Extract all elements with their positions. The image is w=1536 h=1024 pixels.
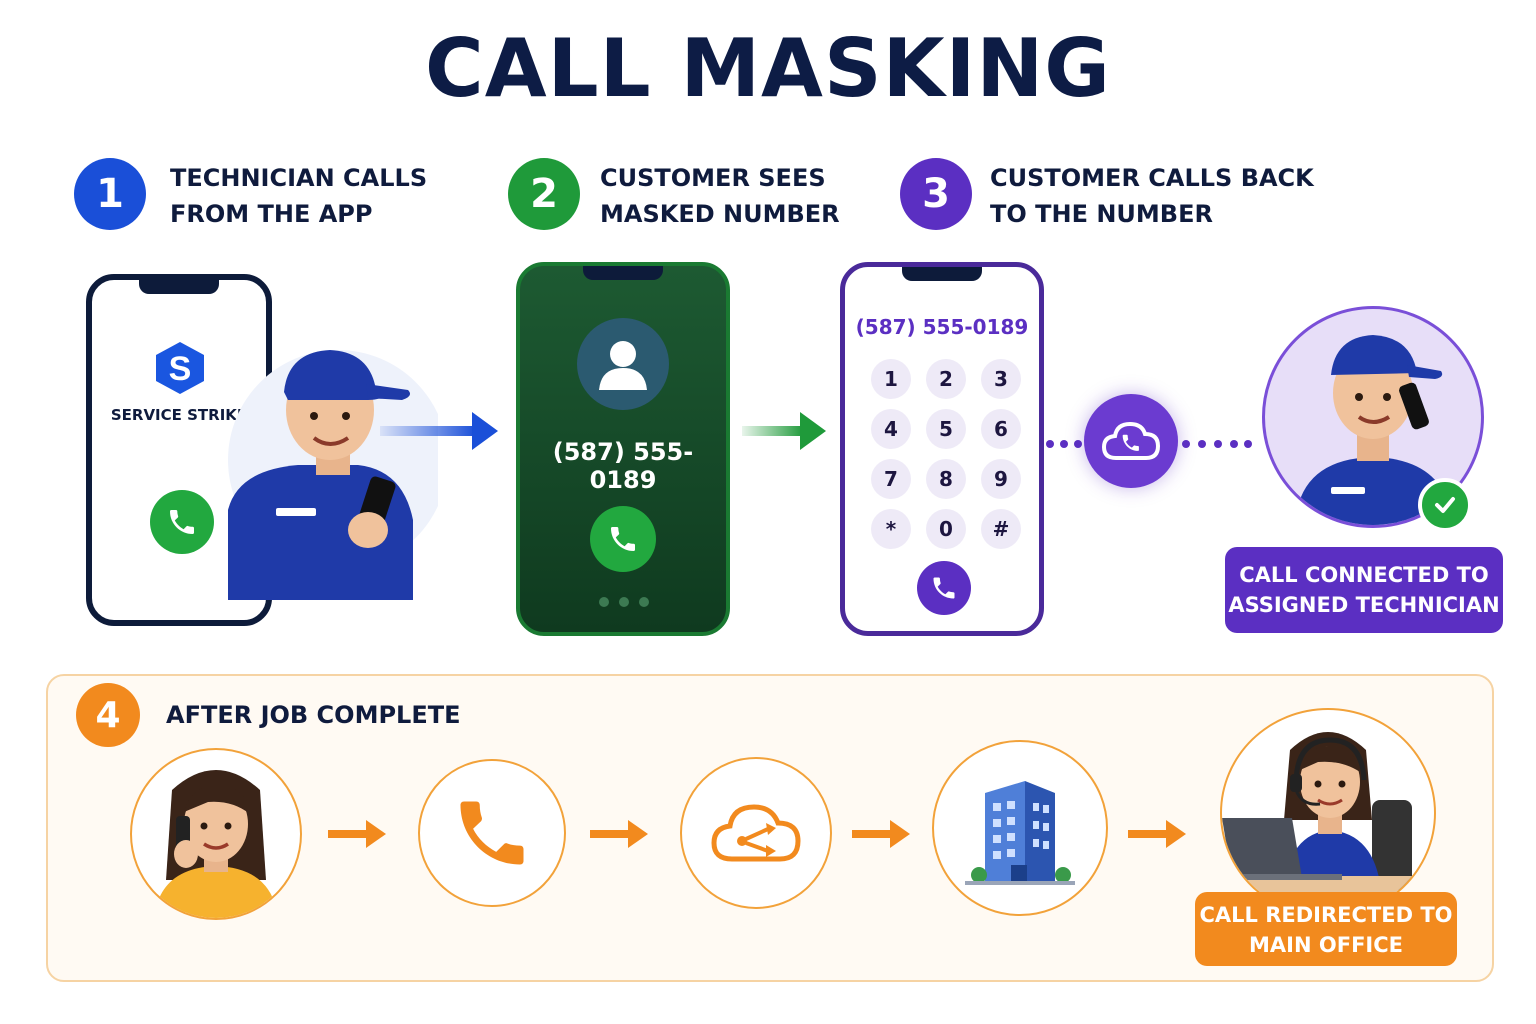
office-agent-avatar xyxy=(1220,708,1436,918)
customer-avatar xyxy=(130,748,302,920)
orange-arrow-3 xyxy=(852,820,910,848)
customer-on-call-illustration xyxy=(154,770,278,918)
arrow-step-2-to-3 xyxy=(742,412,826,450)
step-3-badge: 3 xyxy=(900,158,972,230)
keypad-key-2[interactable]: 2 xyxy=(926,359,966,399)
step-2-badge: 2 xyxy=(508,158,580,230)
step-4-label: AFTER JOB COMPLETE xyxy=(166,701,461,729)
assigned-technician-avatar xyxy=(1262,306,1484,528)
cloud-masking-node xyxy=(1084,394,1178,488)
cloud-routing-node xyxy=(680,757,832,909)
keypad-key-0[interactable]: 0 xyxy=(926,509,966,549)
phone-handset-icon xyxy=(611,527,635,551)
orange-arrow-4 xyxy=(1128,820,1186,848)
keypad-key-7[interactable]: 7 xyxy=(871,459,911,499)
check-icon xyxy=(1435,497,1455,513)
arrow-step-1-to-2 xyxy=(380,412,498,450)
phone-handset-icon xyxy=(933,577,955,599)
step-3-line1: CUSTOMER CALLS BACK xyxy=(990,164,1314,192)
phone-notch xyxy=(902,267,982,281)
keypad-key-6[interactable]: 6 xyxy=(981,409,1021,449)
keypad-key-4[interactable]: 4 xyxy=(871,409,911,449)
dialed-number: (587) 555-0189 xyxy=(855,315,1029,339)
call-connected-line2: ASSIGNED TECHNICIAN xyxy=(1228,593,1500,617)
service-strike-logo-icon: S xyxy=(156,342,204,394)
incoming-call-node xyxy=(418,759,566,907)
phone-notch xyxy=(583,266,663,280)
svg-text:S: S xyxy=(169,350,192,388)
phone-handset-icon xyxy=(170,510,194,534)
caller-avatar xyxy=(577,318,669,410)
page-dots xyxy=(599,597,649,607)
phone-handset-icon xyxy=(460,801,524,865)
cloud-routing-icon xyxy=(711,804,801,862)
step-3-label: CUSTOMER CALLS BACK TO THE NUMBER xyxy=(990,160,1314,232)
step-1-line1: TECHNICIAN CALLS xyxy=(170,164,428,192)
dial-keypad: 1 2 3 4 5 6 7 8 9 * 0 # xyxy=(871,359,1021,549)
dial-call-button[interactable] xyxy=(917,561,971,615)
technician-on-call-illustration xyxy=(1295,335,1453,525)
incoming-masked-number: (587) 555-0189 xyxy=(552,438,694,494)
keypad-key-9[interactable]: 9 xyxy=(981,459,1021,499)
step-2-label: CUSTOMER SEES MASKED NUMBER xyxy=(600,160,840,232)
app-call-button[interactable] xyxy=(150,490,214,554)
dotted-connector-right xyxy=(1182,440,1252,448)
step-1-badge: 1 xyxy=(74,158,146,230)
main-office-node xyxy=(932,740,1108,916)
step-4-badge: 4 xyxy=(76,683,140,747)
page-title: CALL MASKING xyxy=(425,22,1111,115)
keypad-key-1[interactable]: 1 xyxy=(871,359,911,399)
dialer-phone: (587) 555-0189 1 2 3 4 5 6 7 8 9 * 0 # xyxy=(840,262,1044,636)
office-building-icon xyxy=(965,781,1075,885)
answer-call-button[interactable] xyxy=(590,506,656,572)
contact-avatar-icon xyxy=(599,341,647,390)
orange-arrow-2 xyxy=(590,820,648,848)
keypad-key-5[interactable]: 5 xyxy=(926,409,966,449)
technician-illustration xyxy=(228,350,438,600)
step-1-line2: FROM THE APP xyxy=(170,200,373,228)
call-redirected-label: CALL REDIRECTED TO MAIN OFFICE xyxy=(1195,892,1457,966)
keypad-key-hash[interactable]: # xyxy=(981,509,1021,549)
keypad-key-3[interactable]: 3 xyxy=(981,359,1021,399)
app-brand-name: SERVICE STRIKE xyxy=(110,406,248,424)
phone-notch xyxy=(139,280,219,294)
step-2-line1: CUSTOMER SEES xyxy=(600,164,826,192)
keypad-key-8[interactable]: 8 xyxy=(926,459,966,499)
office-agent-illustration xyxy=(1222,732,1434,916)
call-connected-line1: CALL CONNECTED TO xyxy=(1239,563,1489,587)
dotted-connector-left xyxy=(1046,440,1082,448)
step-1-label: TECHNICIAN CALLS FROM THE APP xyxy=(170,160,427,232)
call-redirected-line1: CALL REDIRECTED TO xyxy=(1199,903,1453,927)
orange-arrow-1 xyxy=(328,820,386,848)
keypad-key-star[interactable]: * xyxy=(871,509,911,549)
step-2-line2: MASKED NUMBER xyxy=(600,200,840,228)
step-3-line2: TO THE NUMBER xyxy=(990,200,1213,228)
call-redirected-line2: MAIN OFFICE xyxy=(1249,933,1403,957)
connected-check-badge xyxy=(1418,478,1472,532)
cloud-phone-icon xyxy=(1101,421,1161,460)
customer-phone: (587) 555-0189 xyxy=(516,262,730,636)
call-connected-label: CALL CONNECTED TO ASSIGNED TECHNICIAN xyxy=(1225,547,1503,633)
